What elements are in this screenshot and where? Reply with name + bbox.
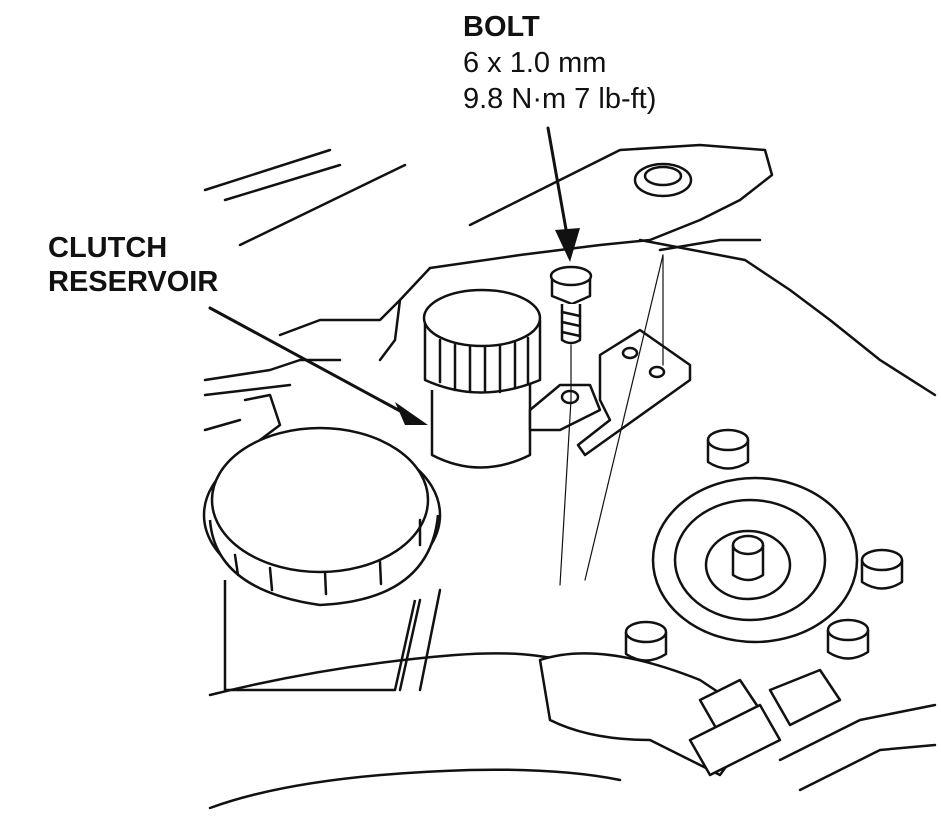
nut-lower-left (624, 620, 668, 662)
bolt-torque-spec: 9.8 N·m 7 lb-ft) (463, 83, 657, 115)
bolt-part (549, 265, 593, 345)
connector-plug (688, 668, 937, 792)
strut-mount (651, 476, 859, 644)
nut-upper (706, 428, 750, 470)
clutch-reservoir-label-line2: RESERVOIR (48, 266, 219, 298)
bolt-title: BOLT (463, 11, 540, 43)
nut-right (860, 548, 904, 590)
alignment-lines (559, 254, 664, 586)
brake-reservoir (202, 426, 442, 692)
left-panel (203, 298, 402, 442)
hood-edge-lines (203, 148, 407, 247)
grommet-top-right (633, 162, 693, 198)
clutch-reservoir-label-line1: CLUTCH (48, 232, 168, 264)
bolt-leader-arrow (546, 126, 580, 262)
nut-lower-right (826, 618, 870, 660)
mounting-bracket (576, 328, 692, 457)
bolt-size-spec: 6 x 1.0 mm (463, 47, 607, 79)
clutch-reservoir (422, 288, 602, 469)
reservoir-leader-arrow (208, 306, 428, 425)
